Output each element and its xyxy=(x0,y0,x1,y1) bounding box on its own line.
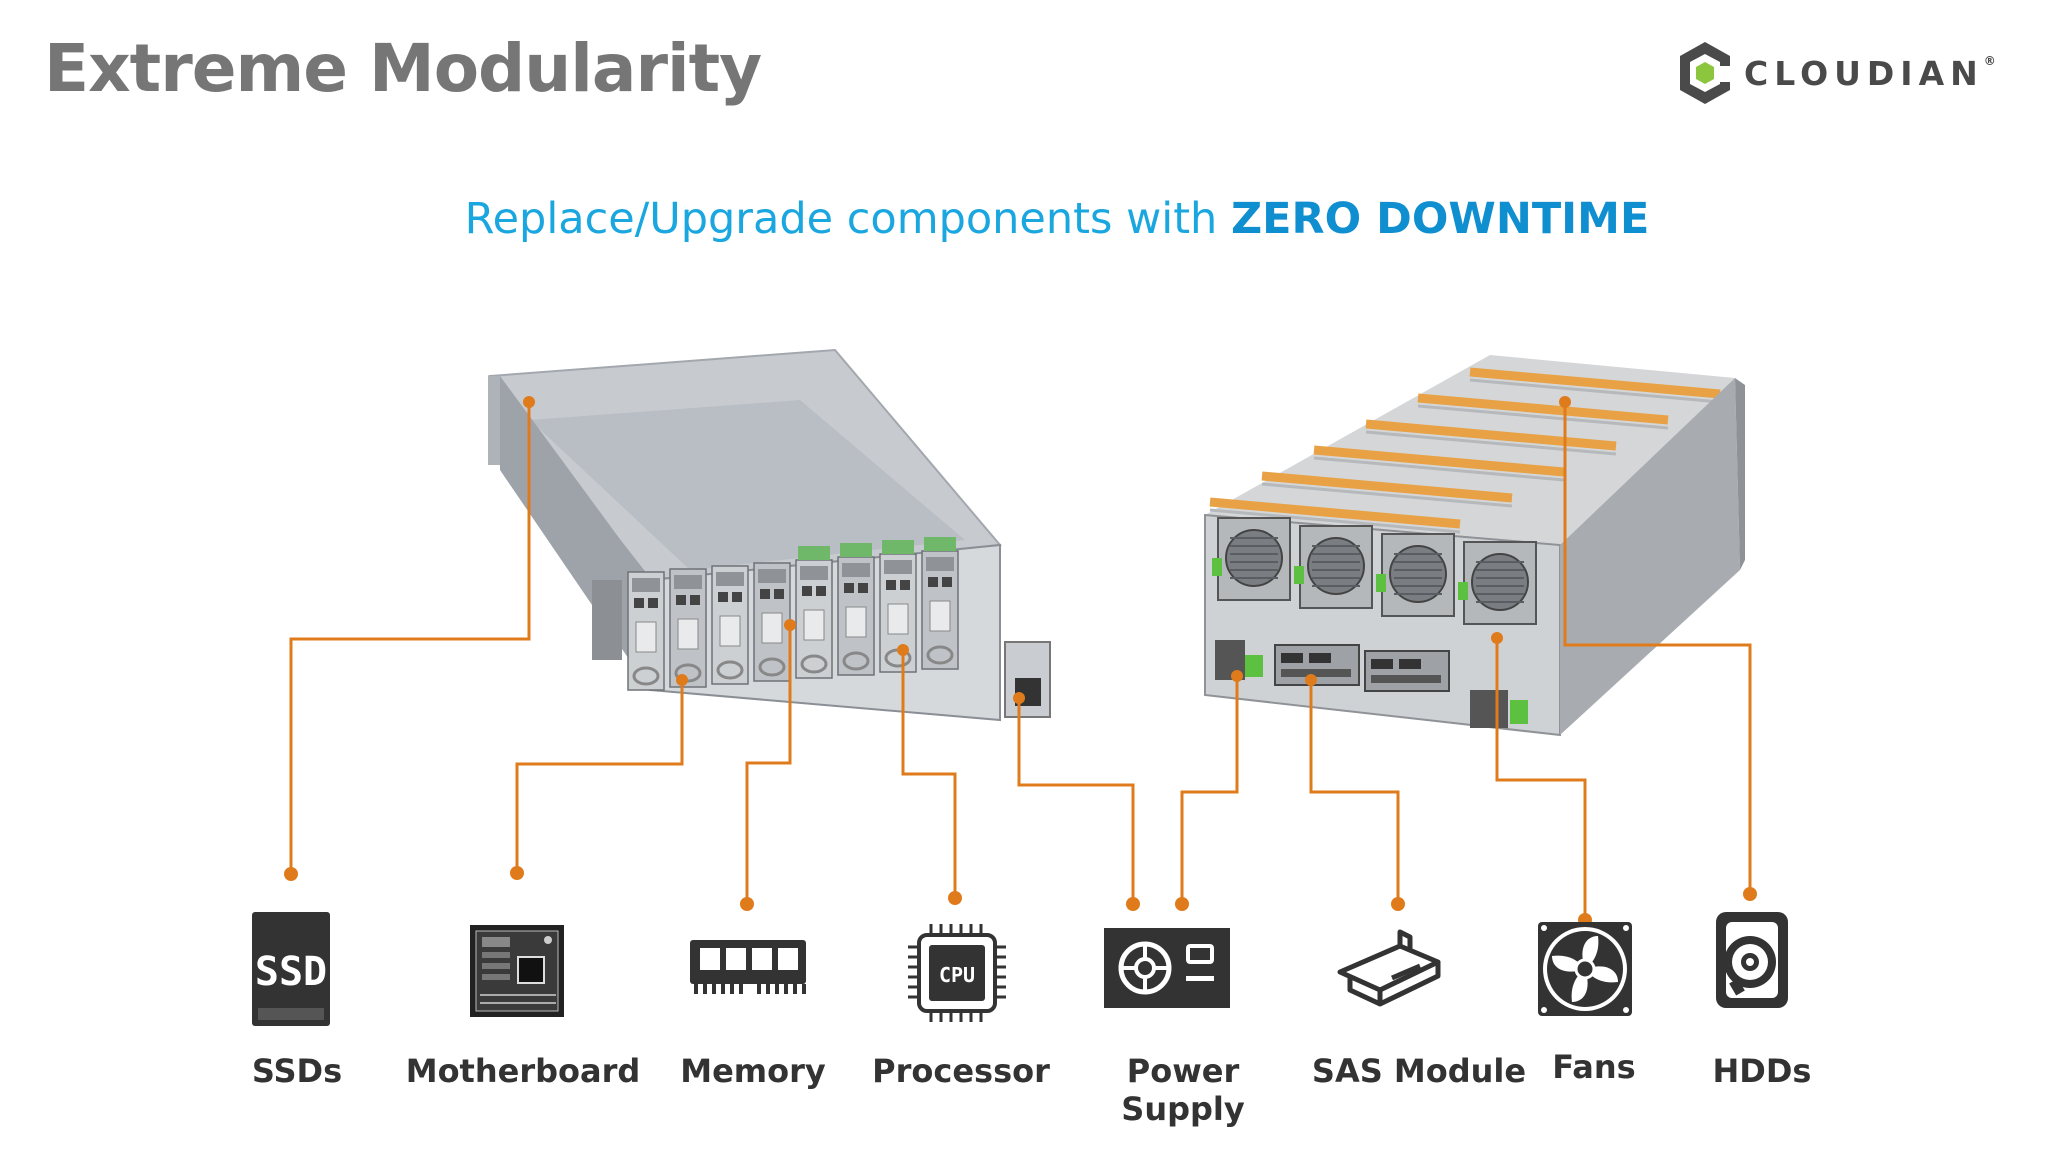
connector-memory xyxy=(745,625,792,904)
label-motherboard: Motherboard xyxy=(405,1052,641,1090)
node-slot xyxy=(795,546,833,679)
connector-dots xyxy=(284,396,1757,927)
svg-text:SSD: SSD xyxy=(255,949,327,995)
connector-hdds xyxy=(1563,402,1752,894)
sas-module-bay xyxy=(1364,650,1450,692)
node-slot xyxy=(669,568,707,688)
label-processor: Processor xyxy=(872,1052,1050,1090)
label-memory: Memory xyxy=(680,1052,826,1090)
subtitle-prefix: Replace/Upgrade components with xyxy=(464,194,1231,244)
connector-motherboard xyxy=(515,680,684,873)
drive-row xyxy=(1313,445,1565,477)
memory-icon xyxy=(690,940,806,994)
connector-sas-module xyxy=(1309,680,1400,904)
storage-server-image xyxy=(1204,355,1745,737)
connector-ssds xyxy=(289,402,531,874)
fan-icon xyxy=(1538,922,1632,1016)
label-fans: Fans xyxy=(1552,1048,1636,1086)
fan-unit xyxy=(1376,533,1455,617)
connector-processor xyxy=(901,650,957,898)
drive-row xyxy=(1417,393,1669,425)
connector-lines xyxy=(289,402,1752,920)
drive-row xyxy=(1261,471,1513,503)
svg-text:CPU: CPU xyxy=(939,963,975,987)
hdd-icon xyxy=(1716,912,1788,1008)
cloudian-logo: CLOUDIAN® xyxy=(1678,40,1996,106)
node-slot xyxy=(837,543,875,676)
power-supply-icon xyxy=(1104,928,1230,1008)
motherboard-icon xyxy=(470,925,564,1017)
logo-registered-mark: ® xyxy=(1983,53,1996,68)
node-slot xyxy=(753,562,791,682)
subtitle: Replace/Upgrade components with ZERO DOW… xyxy=(0,194,2048,244)
cpu-icon: CPU xyxy=(908,924,1006,1022)
drive-row xyxy=(1209,497,1461,529)
cloudian-logo-mark-icon xyxy=(1680,42,1732,104)
connector-fans xyxy=(1495,638,1587,920)
label-power-supply: Power Supply xyxy=(1121,1052,1245,1128)
compute-server-image xyxy=(488,348,1051,722)
drive-row xyxy=(1365,419,1617,451)
fan-unit xyxy=(1212,517,1291,601)
sas-module-bay xyxy=(1274,644,1360,686)
sas-module-icon xyxy=(1337,929,1441,1007)
ssd-icon: SSD xyxy=(252,912,330,1026)
drive-row xyxy=(1469,367,1721,399)
fan-unit xyxy=(1458,541,1537,625)
logo-wordmark: CLOUDIAN® xyxy=(1744,54,1996,93)
subtitle-emphasis: ZERO DOWNTIME xyxy=(1230,194,1650,244)
label-ssds: SSDs xyxy=(251,1052,343,1090)
label-sas-module: SAS Module xyxy=(1311,1052,1527,1090)
fan-unit xyxy=(1294,525,1373,609)
label-hdds: HDDs xyxy=(1712,1052,1812,1090)
connector-power-supply-right xyxy=(1180,676,1239,904)
connector-power-supply-left xyxy=(1017,698,1135,904)
logo-name: CLOUDIAN xyxy=(1744,53,1984,93)
node-slot xyxy=(711,565,749,685)
node-slot xyxy=(627,571,665,691)
page-title: Extreme Modularity xyxy=(44,30,762,107)
node-slot xyxy=(921,537,959,670)
